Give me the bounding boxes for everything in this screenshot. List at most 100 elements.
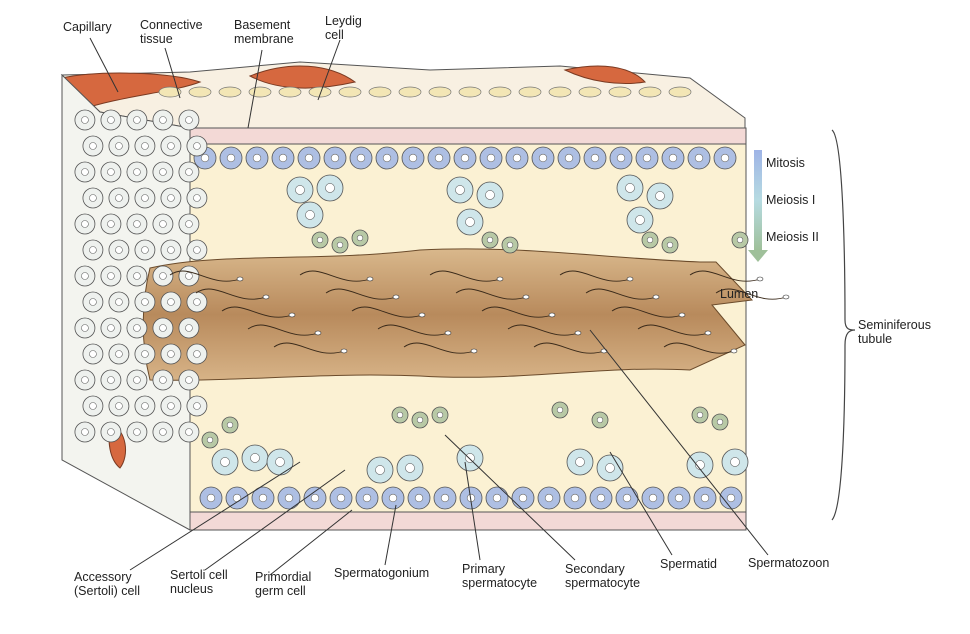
connective-tissue-cell-nucleus xyxy=(159,324,167,332)
leydig-cell-shape xyxy=(308,86,332,98)
connective-tissue-cell-nucleus xyxy=(141,402,149,410)
connective-tissue-cell-nucleus xyxy=(89,350,97,358)
capillary-top-right xyxy=(563,65,647,84)
sperm-tail xyxy=(299,270,371,282)
label-accessory-cell: Accessory (Sertoli) cell xyxy=(74,570,140,598)
connective-tissue-cell-nucleus xyxy=(81,376,89,384)
connective-tissue-cell-nucleus xyxy=(133,272,141,280)
connective-tissue-cell-nucleus xyxy=(107,116,115,124)
connective-tissue-cell-nucleus xyxy=(141,298,149,306)
sperm-tail xyxy=(559,270,631,282)
spermatogonium-cell-nucleus xyxy=(258,493,268,503)
spermatogonium-cell-nucleus xyxy=(726,493,736,503)
spermatogonium-cell-nucleus xyxy=(310,493,320,503)
secondary-spermatocyte-cell-nucleus xyxy=(506,241,514,249)
secondary-spermatocyte-cell-nucleus xyxy=(696,411,704,419)
leader-lines xyxy=(89,37,769,576)
primary-spermatocyte-cell-nucleus xyxy=(655,191,665,201)
secondary-spermatocyte-cell-nucleus xyxy=(646,236,654,244)
leydig-cell-shape xyxy=(398,86,422,98)
spermatogonium-cell-nucleus xyxy=(518,493,528,503)
connective-tissue-cell-nucleus xyxy=(159,428,167,436)
sperm-tail xyxy=(377,324,449,336)
sperm-head xyxy=(574,330,582,336)
sperm-tail xyxy=(455,288,527,300)
primary-spermatocyte-cell-nucleus xyxy=(375,465,385,475)
label-connective-tissue: Connective tissue xyxy=(140,18,203,46)
leydig-cell-shape xyxy=(578,86,602,98)
connective-tissue-cell-nucleus xyxy=(133,376,141,384)
spermatogonium-cell-nucleus xyxy=(642,153,652,163)
spermatogonium-cell-nucleus xyxy=(512,153,522,163)
sperm-head xyxy=(782,294,790,300)
primary-spermatocyte-cell-nucleus xyxy=(455,185,465,195)
connective-tissue-cell-nucleus xyxy=(159,272,167,280)
connective-tissue-cell-nucleus xyxy=(141,246,149,254)
connective-tissue-cell-nucleus xyxy=(81,272,89,280)
secondary-spermatocyte-cell-nucleus xyxy=(226,421,234,429)
label-mitosis: Mitosis xyxy=(766,156,805,170)
spermatogonium-cell-nucleus xyxy=(278,153,288,163)
spermatogonium-cell-nucleus xyxy=(570,493,580,503)
secondary-spermatocyte-cell-nucleus xyxy=(556,406,564,414)
primary-spermatocyte-cell-nucleus xyxy=(635,215,645,225)
connective-tissue-cell-nucleus xyxy=(185,168,193,176)
sperm-tail xyxy=(429,270,501,282)
spermatogonium-cell-nucleus xyxy=(460,153,470,163)
secondary-spermatocyte-cell-nucleus xyxy=(716,418,724,426)
connective-tissue-cell-nucleus xyxy=(133,428,141,436)
sperm-tail xyxy=(507,324,579,336)
connective-tissue-cell-nucleus xyxy=(81,324,89,332)
primary-spermatocyte-cell-nucleus xyxy=(220,457,230,467)
connective-tissue-cell-nucleus xyxy=(193,142,201,150)
secondary-spermatocyte-cell-nucleus xyxy=(736,236,744,244)
connective-tissue-cell-nucleus xyxy=(133,324,141,332)
connective-tissue-cell-nucleus xyxy=(89,246,97,254)
leydig-cell-shape xyxy=(548,86,572,98)
connective-tissue-cell-nucleus xyxy=(107,272,115,280)
leydig-cell-shape xyxy=(278,86,302,98)
leydig-cell-shape xyxy=(638,86,662,98)
connective-tissue-cell-nucleus xyxy=(107,376,115,384)
spermatogonium-cell-nucleus xyxy=(362,493,372,503)
spermatogonium-cell-nucleus xyxy=(596,493,606,503)
primary-spermatocyte-cell-nucleus xyxy=(605,463,615,473)
spermatogonium-cell-nucleus xyxy=(590,153,600,163)
spermatogonium-cell-nucleus xyxy=(330,153,340,163)
spermatogonium-cell-nucleus xyxy=(486,153,496,163)
leydig-cell-shape xyxy=(518,86,542,98)
spermatogonium-cell-nucleus xyxy=(226,153,236,163)
sperm-head xyxy=(366,276,374,282)
spermatogonium-cell-nucleus xyxy=(408,153,418,163)
connective-tissue-cell-nucleus xyxy=(107,220,115,228)
sperm-head xyxy=(470,348,478,354)
spermatogonium-cell-nucleus xyxy=(492,493,502,503)
leydig-cell-shape xyxy=(608,86,632,98)
primary-spermatocyte-cell-nucleus xyxy=(250,453,260,463)
connective-tissue-cell-nucleus xyxy=(141,350,149,358)
leydig-cell-shape xyxy=(428,86,452,98)
leydig-cell-shape xyxy=(218,86,242,98)
sperm-tail xyxy=(325,288,397,300)
leydig-cell-shape xyxy=(188,86,212,98)
label-spermatogonium: Spermatogonium xyxy=(334,566,430,580)
sperm-head xyxy=(340,348,348,354)
primary-spermatocyte-cell-nucleus xyxy=(275,457,285,467)
connective-tissue-cell-nucleus xyxy=(115,194,123,202)
connective-tissue-cell-nucleus xyxy=(185,428,193,436)
sperm-tail xyxy=(637,324,709,336)
secondary-spermatocyte-cell-nucleus xyxy=(596,416,604,424)
secondary-spermatocyte-cell-nucleus xyxy=(206,436,214,444)
spermatogonium-cell-nucleus xyxy=(388,493,398,503)
label-meiosis-1: Meiosis I xyxy=(766,193,816,207)
tubule-brace xyxy=(831,129,856,521)
spermatogonium-cell-nucleus xyxy=(720,153,730,163)
spermatogonium-cell-nucleus xyxy=(414,493,424,503)
secondary-spermatocyte-cell-nucleus xyxy=(416,416,424,424)
connective-tissue-cell-nucleus xyxy=(133,220,141,228)
connective-tissue-cell-nucleus xyxy=(185,220,193,228)
label-primordial-germ-cell: Primordial germ cell xyxy=(255,570,312,598)
secondary-spermatocyte-cell-nucleus xyxy=(356,234,364,242)
connective-tissue-cell-nucleus xyxy=(193,350,201,358)
